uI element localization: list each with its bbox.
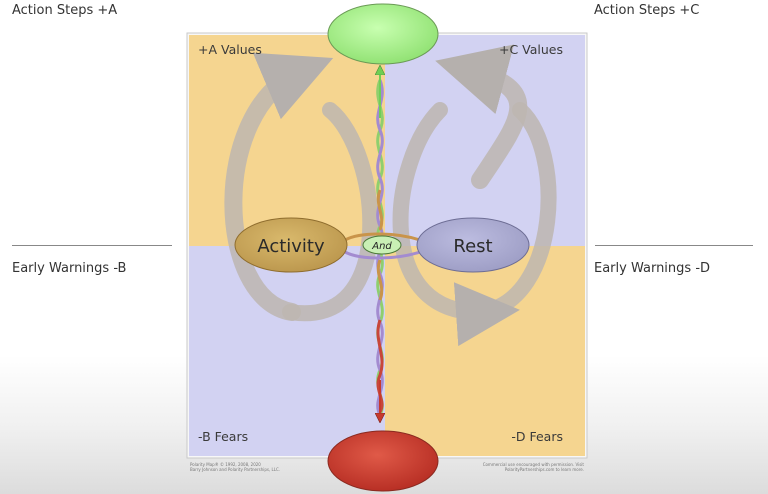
action-steps-a-label: Action Steps +A [12,3,118,18]
and-label: And [371,241,392,252]
pole-links [344,232,421,260]
credit-right-2: PolarityPartnerships.com to learn more. [505,467,584,472]
action-steps-c-label: Action Steps +C [594,3,700,18]
rest-pole [416,217,530,273]
credit-right-1: Commercial use encouraged with permissio… [483,462,585,467]
c-values-label: +C Values [499,42,563,57]
a-values-label: +A Values [198,42,262,57]
credit-left-1: Polarity Map® © 1992, 2008, 2020 [190,462,261,467]
infinity-loop [224,44,557,347]
deeper-fear-oval [327,430,439,492]
greater-purpose-oval [327,3,439,65]
left-divider-line [12,245,172,246]
d-fears-label: -D Fears [511,429,563,444]
and-connector [362,235,402,255]
credit-left-2: Barry Johnson and Polarity Partnerships,… [190,467,280,472]
right-divider-line [595,245,753,246]
early-warnings-d-label: Early Warnings -D [594,261,711,276]
activity-label: Activity [257,236,325,257]
activity-pole [234,217,348,273]
early-warnings-b-label: Early Warnings -B [12,261,127,276]
b-fears-label: -B Fears [198,429,248,444]
rest-label: Rest [453,236,492,257]
